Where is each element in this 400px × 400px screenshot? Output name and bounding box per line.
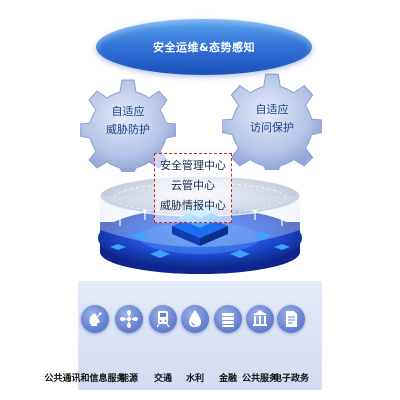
- water-drop-icon: [181, 305, 209, 333]
- gear-right-line2: 访问保护: [250, 121, 294, 134]
- industry-label-transport: 交通: [153, 374, 172, 384]
- security-management-center-label: 安全管理中心: [160, 159, 226, 172]
- coin-stack-icon: [214, 305, 242, 333]
- gear-left-line2: 威胁防护: [106, 123, 150, 136]
- fan-icon: [115, 305, 143, 333]
- security-ops-banner: 安全运维&态势感知: [96, 19, 312, 75]
- document-icon: [277, 305, 305, 333]
- threat-intelligence-center-label: 威胁情报中心: [160, 199, 226, 212]
- industry-label-energy: 能源: [119, 374, 138, 384]
- cloud-management-center-label: 云管中心: [171, 179, 215, 192]
- government-building-icon: [246, 305, 274, 333]
- industry-label-water: 水利: [185, 374, 204, 384]
- industry-label-public-service: 公共服务: [241, 374, 278, 384]
- satellite-dish-icon: [81, 305, 109, 333]
- gear-left-line1: 自适应: [111, 105, 145, 118]
- industry-band: [78, 281, 322, 390]
- security-ops-title: 安全运维&态势感知: [152, 41, 256, 54]
- train-icon: [149, 305, 177, 333]
- adaptive-access-protection-gear: 自适应 访问保护: [221, 70, 323, 171]
- industry-label-finance: 金融: [218, 374, 237, 384]
- gear-right-line1: 自适应: [255, 103, 289, 116]
- industry-label-telecom: 公共通讯和信息服务: [44, 374, 126, 384]
- management-centers-box: 安全管理中心 云管中心 威胁情报中心: [154, 153, 232, 223]
- industry-label-e-government: 电子政务: [272, 374, 309, 384]
- adaptive-threat-protection-gear: 自适应 威胁防护: [79, 76, 177, 173]
